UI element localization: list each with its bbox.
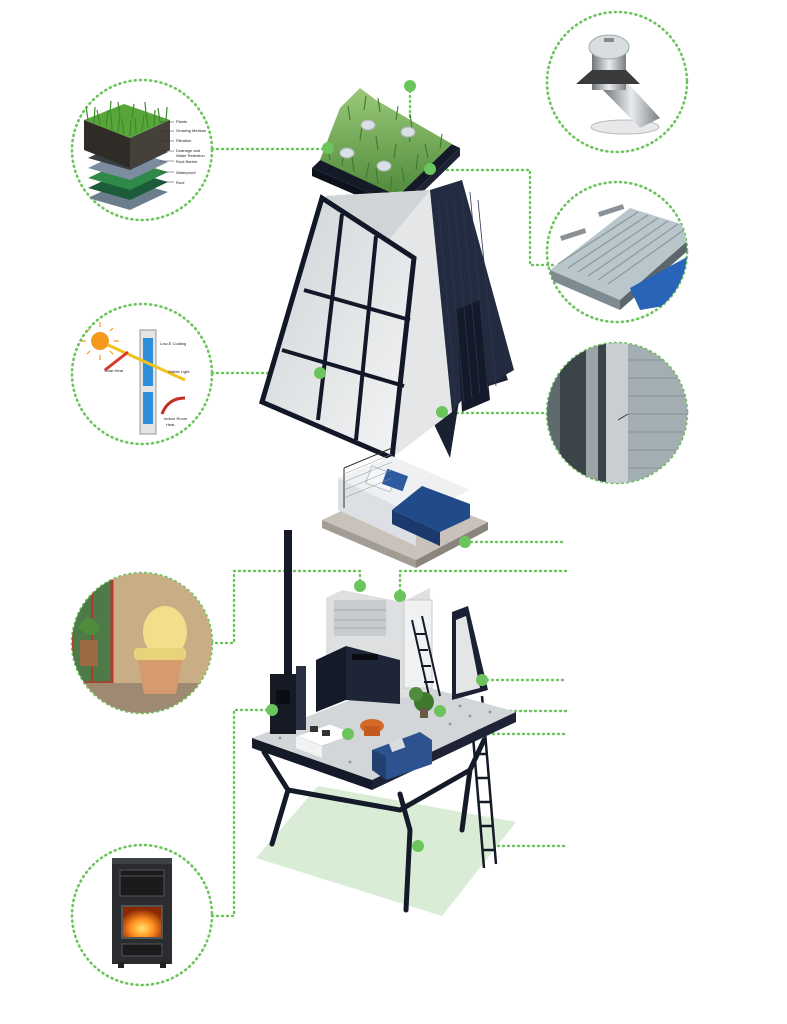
- glazing-label: Solar Heat: [104, 368, 124, 373]
- ground-shadow: [256, 786, 516, 916]
- stilts: [261, 737, 487, 913]
- layer-label: Roof: [176, 180, 185, 185]
- green-roof-detail-icon: Plants Growing Medium Filtration Drainag…: [84, 100, 207, 210]
- lower-interior: [294, 588, 488, 780]
- loft-bed: [322, 447, 488, 568]
- glazing-label: Visible Light: [168, 369, 190, 374]
- layer-label: Root Barrier: [176, 159, 198, 164]
- green-roof: [312, 88, 460, 214]
- skylight-tube-icon: [576, 34, 660, 135]
- composting-toilet-icon: [72, 573, 212, 713]
- callout-dots: [266, 80, 488, 852]
- glazing-label: Low-E Coating: [160, 341, 186, 346]
- stove-and-chimney: [270, 530, 306, 734]
- layer-label: Plants: [176, 119, 187, 124]
- wall-cladding-detail-icon: [547, 343, 687, 483]
- low-e-glazing-icon: Low-E Coating Solar Heat Visible Light I…: [81, 322, 190, 435]
- layer-label: Drainage and: [176, 148, 200, 153]
- roof-layer-labels: Plants Growing Medium Filtration Drainag…: [176, 119, 207, 185]
- glazing-label: Heat: [166, 422, 175, 427]
- layer-label: Growing Medium: [176, 128, 207, 133]
- metal-roof-panel-icon: [550, 204, 687, 310]
- layer-label: Filtration: [176, 138, 191, 143]
- glazing-label: Indoor Room: [164, 416, 188, 421]
- wood-stove-icon: [112, 858, 172, 968]
- a-frame-shell: [258, 180, 514, 462]
- layer-label: Waterproof: [176, 170, 197, 175]
- layer-label: Water Retention: [176, 153, 205, 158]
